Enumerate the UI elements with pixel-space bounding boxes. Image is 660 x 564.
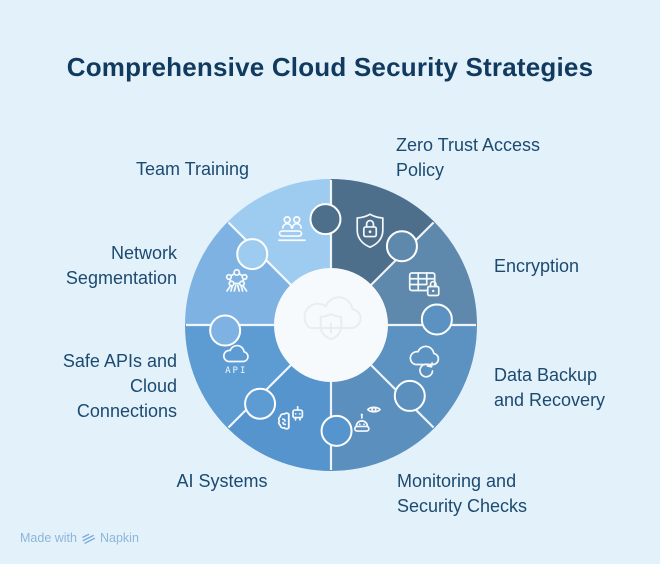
- cloud-sync-icon: [409, 345, 440, 378]
- label-monitoring: Monitoring and Security Checks: [397, 471, 528, 516]
- brain-bot-icon: [277, 406, 304, 430]
- label-network-seg: Network Segmentation: [65, 243, 177, 288]
- puzzle-knob: [320, 414, 353, 447]
- puzzle-knob: [244, 387, 277, 420]
- encrypted-table-icon: [408, 272, 440, 297]
- label-encryption: Encryption: [494, 256, 580, 276]
- puzzle-donut-svg: API: [185, 179, 477, 471]
- network-nodes-icon: [225, 268, 248, 292]
- puzzle-knob: [309, 203, 342, 236]
- label-team-training: Team Training: [135, 159, 250, 179]
- napkin-watermark[interactable]: Made with Napkin: [20, 530, 139, 546]
- team-people-icon: [278, 216, 306, 242]
- label-ai-systems: AI Systems: [176, 471, 268, 491]
- label-safe-apis: Safe APIs and Cloud Connections: [62, 351, 177, 421]
- cloud-shield-watermark-icon: [303, 296, 362, 341]
- segment-monitoring-and-security-checks: [331, 360, 435, 471]
- svg-text:API: API: [225, 366, 247, 376]
- puzzle-knob: [209, 314, 242, 347]
- page-title: Comprehensive Cloud Security Strategies: [66, 52, 594, 82]
- segment-network-segmentation: [185, 221, 296, 325]
- puzzle-donut-diagram: API: [183, 177, 479, 473]
- puzzle-knob: [236, 238, 269, 271]
- eye-monitor-bot-icon: [353, 406, 381, 432]
- shield-lock-icon: [356, 213, 384, 249]
- segment-data-backup-and-recovery: [366, 325, 477, 429]
- napkin-logo-icon: [82, 532, 95, 545]
- label-data-backup: Data Backup and Recovery: [494, 365, 606, 410]
- segment-ai-systems: [227, 360, 331, 471]
- puzzle-knob: [420, 303, 453, 336]
- cloud-api-icon: API: [222, 344, 249, 376]
- segment-safe-apis-and-cloud-connections: [185, 325, 296, 429]
- made-with-text: Made with: [20, 531, 77, 545]
- label-zero-trust: Zero Trust Access Policy: [396, 135, 541, 180]
- puzzle-knob: [385, 230, 418, 263]
- puzzle-knob: [393, 379, 426, 412]
- brand-text: Napkin: [99, 531, 139, 545]
